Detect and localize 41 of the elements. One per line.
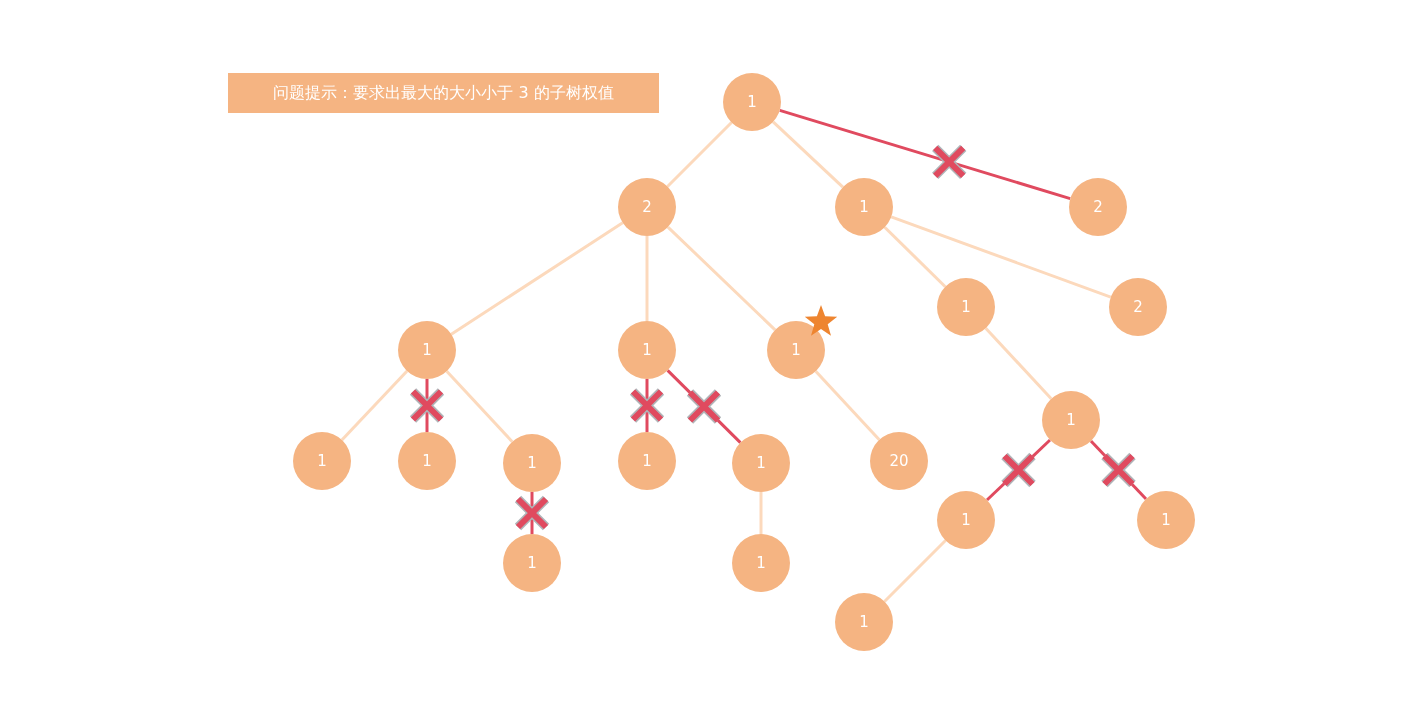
tree-node: 1	[723, 73, 781, 131]
tree-edge	[1089, 440, 1148, 500]
tree-node: 2	[1109, 278, 1167, 336]
tree-edge	[340, 370, 409, 441]
tree-node: 2	[618, 178, 676, 236]
tree-edge	[772, 120, 844, 189]
tree-node: 1	[767, 321, 825, 379]
tree-node: 20	[870, 432, 928, 490]
tree-edge	[759, 492, 763, 534]
tree-node: 1	[398, 321, 456, 379]
tree-node: 1	[835, 178, 893, 236]
tree-node: 1	[618, 432, 676, 490]
title-banner: 问题提示：要求出最大的大小小于 3 的子树权值	[228, 73, 659, 113]
tree-edge	[666, 121, 733, 188]
tree-edge	[666, 226, 777, 331]
tree-node: 1	[1042, 391, 1100, 449]
tree-node: 1	[503, 534, 561, 592]
tree-edge	[530, 492, 534, 534]
tree-node: 2	[1069, 178, 1127, 236]
tree-edge	[883, 539, 947, 603]
tree-node: 1	[732, 534, 790, 592]
tree-node: 1	[732, 434, 790, 492]
tree-node: 1	[937, 278, 995, 336]
tree-edge	[450, 221, 624, 336]
tree-node: 1	[293, 432, 351, 490]
tree-node: 1	[398, 432, 456, 490]
tree-node: 1	[618, 321, 676, 379]
tree-edge	[445, 370, 514, 443]
tree-edge	[984, 327, 1053, 400]
tree-edge	[985, 438, 1052, 502]
tree-edge	[890, 215, 1112, 299]
tree-edge	[645, 379, 649, 432]
tree-edge	[779, 109, 1071, 200]
tree-node: 1	[937, 491, 995, 549]
tree-node: 1	[835, 593, 893, 651]
tree-edge	[883, 226, 947, 288]
tree-node: 1	[1137, 491, 1195, 549]
tree-node: 1	[503, 434, 561, 492]
tree-edge	[645, 236, 649, 321]
tree-edge	[814, 370, 881, 441]
tree-edge	[425, 379, 429, 432]
